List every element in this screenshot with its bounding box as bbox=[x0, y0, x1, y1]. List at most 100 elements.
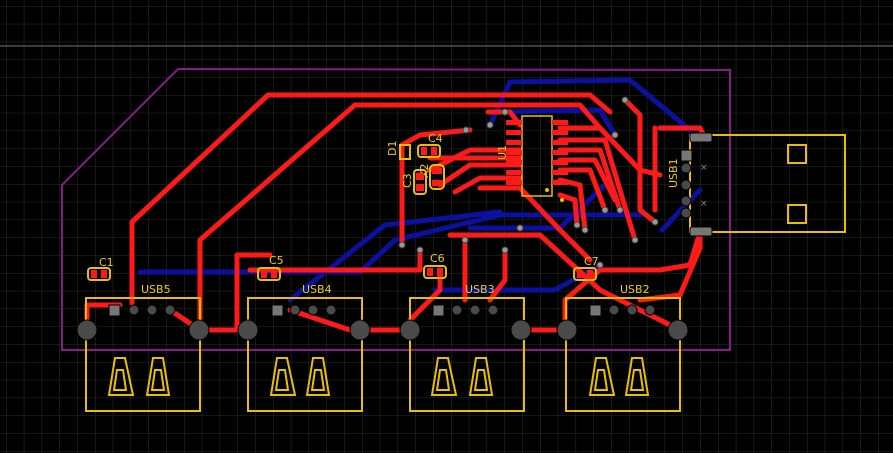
component-d1[interactable]: D1 bbox=[386, 141, 411, 160]
usb1-pin[interactable] bbox=[680, 162, 692, 174]
top-trace bbox=[557, 125, 663, 178]
usb4-pin-square[interactable] bbox=[271, 304, 284, 317]
usb1-inner-square-top bbox=[787, 144, 807, 164]
via[interactable] bbox=[596, 261, 604, 269]
usb1-pin[interactable] bbox=[680, 179, 692, 191]
via[interactable] bbox=[631, 236, 639, 244]
component-c1[interactable]: C1 bbox=[87, 256, 114, 281]
via[interactable] bbox=[462, 126, 470, 134]
smd-pad[interactable] bbox=[577, 270, 583, 278]
via[interactable] bbox=[461, 236, 469, 244]
connector-usb3[interactable]: USB3 bbox=[399, 283, 532, 412]
smd-pad[interactable] bbox=[552, 160, 568, 165]
usb3-pin[interactable] bbox=[469, 304, 481, 316]
smd-pad[interactable] bbox=[506, 180, 522, 185]
usb1-inner-square-bottom bbox=[787, 204, 807, 224]
usb2-mount-hole[interactable] bbox=[667, 319, 689, 341]
smd-pad[interactable] bbox=[506, 140, 522, 145]
usb1-shield-pad-top[interactable] bbox=[689, 132, 713, 143]
component-c6[interactable]: C6 bbox=[423, 252, 447, 279]
via[interactable] bbox=[601, 206, 609, 214]
usb4-mount-hole[interactable] bbox=[349, 319, 371, 341]
usb3-pin[interactable] bbox=[451, 304, 463, 316]
via[interactable] bbox=[573, 221, 581, 229]
usb4-pin[interactable] bbox=[325, 304, 337, 316]
usb5-pin[interactable] bbox=[164, 304, 176, 316]
usb3-mount-hole[interactable] bbox=[399, 319, 421, 341]
usb1-pin-square[interactable] bbox=[680, 149, 693, 162]
usb4-pin[interactable] bbox=[289, 304, 301, 316]
via[interactable] bbox=[501, 246, 509, 254]
smd-pad[interactable] bbox=[271, 270, 277, 278]
via[interactable] bbox=[416, 246, 424, 254]
usb1-pin[interactable] bbox=[680, 195, 692, 207]
component-c7[interactable]: C7 bbox=[573, 255, 599, 281]
connector-usb1[interactable]: × × USB1 bbox=[667, 132, 846, 237]
smd-pad[interactable] bbox=[552, 170, 568, 175]
usb5-pin-square[interactable] bbox=[108, 304, 121, 317]
component-c4[interactable]: C4 bbox=[417, 132, 443, 158]
via[interactable] bbox=[616, 206, 624, 214]
usb5-pin[interactable] bbox=[146, 304, 158, 316]
top-trace bbox=[477, 185, 593, 263]
top-trace bbox=[427, 147, 523, 173]
usb4-mount-hole[interactable] bbox=[237, 319, 259, 341]
smd-pad[interactable] bbox=[552, 180, 568, 185]
smd-pad[interactable] bbox=[101, 270, 107, 278]
smd-pad[interactable] bbox=[552, 140, 568, 145]
smd-pad[interactable] bbox=[432, 168, 442, 174]
smd-pad[interactable] bbox=[506, 150, 522, 155]
usb3-pin[interactable] bbox=[487, 304, 499, 316]
via[interactable] bbox=[516, 224, 524, 232]
bottom-trace bbox=[502, 107, 618, 138]
smd-pad[interactable] bbox=[552, 150, 568, 155]
component-c5[interactable]: C5 bbox=[257, 254, 284, 281]
connector-usb5[interactable]: USB5 bbox=[76, 283, 210, 412]
connector-usb4[interactable]: USB4 bbox=[237, 283, 371, 412]
designator-c3: C3 bbox=[401, 173, 414, 188]
smd-pad[interactable] bbox=[506, 120, 522, 125]
smd-pad[interactable] bbox=[416, 184, 424, 191]
smd-pad[interactable] bbox=[506, 160, 522, 165]
usb3-pin-square[interactable] bbox=[432, 304, 445, 317]
usb2-pin[interactable] bbox=[644, 304, 656, 316]
via[interactable] bbox=[651, 218, 659, 226]
usb3-mount-hole[interactable] bbox=[510, 319, 532, 341]
smd-pad[interactable] bbox=[552, 120, 568, 125]
smd-pad[interactable] bbox=[437, 268, 443, 276]
smd-pad[interactable] bbox=[552, 130, 568, 135]
connector-usb2[interactable]: USB2 bbox=[556, 283, 689, 412]
via[interactable] bbox=[611, 131, 619, 139]
smd-pad[interactable] bbox=[506, 170, 522, 175]
via[interactable] bbox=[486, 121, 494, 129]
via[interactable] bbox=[581, 226, 589, 234]
usb5-mount-hole[interactable] bbox=[188, 319, 210, 341]
designator-usb3: USB3 bbox=[465, 283, 495, 296]
usb2-pin-square[interactable] bbox=[589, 304, 602, 317]
smd-pad[interactable] bbox=[421, 147, 427, 155]
usb1-shield-pad-bottom[interactable] bbox=[689, 226, 713, 237]
via[interactable] bbox=[398, 241, 406, 249]
usb2-mount-hole[interactable] bbox=[556, 319, 578, 341]
component-c3[interactable]: C3 bbox=[401, 169, 427, 195]
ic-u1[interactable]: U1 bbox=[496, 115, 568, 202]
smd-pad[interactable] bbox=[91, 270, 97, 278]
via[interactable] bbox=[501, 108, 509, 116]
usb5-pin[interactable] bbox=[128, 304, 140, 316]
usb2-pin[interactable] bbox=[626, 304, 638, 316]
usb5-mount-hole[interactable] bbox=[76, 319, 98, 341]
smd-pad[interactable] bbox=[432, 180, 442, 186]
usb1-pin[interactable] bbox=[680, 207, 692, 219]
smd-pad[interactable] bbox=[416, 173, 424, 180]
smd-pad[interactable] bbox=[427, 268, 433, 276]
usb2-contact-slot bbox=[588, 357, 616, 396]
usb4-pin[interactable] bbox=[307, 304, 319, 316]
smd-pad[interactable] bbox=[506, 130, 522, 135]
usb2-pin[interactable] bbox=[608, 304, 620, 316]
smd-pad[interactable] bbox=[261, 270, 267, 278]
smd-pad[interactable] bbox=[587, 270, 593, 278]
top-trace bbox=[399, 127, 473, 248]
via[interactable] bbox=[621, 96, 629, 104]
smd-pad[interactable] bbox=[431, 147, 437, 155]
